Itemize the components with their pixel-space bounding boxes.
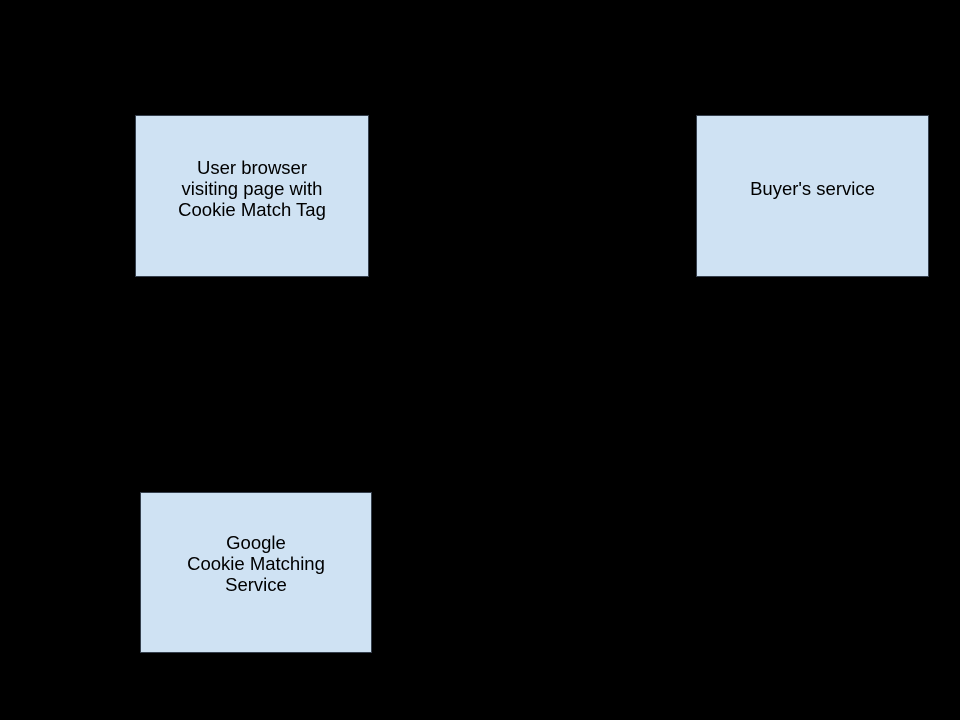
node-user-browser-label: User browser visiting page with Cookie M…: [178, 156, 326, 220]
node-google-cookie-matching-service-label: Google Cookie Matching Service: [187, 532, 325, 595]
node-google-cookie-matching-service: Google Cookie Matching Service: [140, 492, 372, 653]
node-user-browser: User browser visiting page with Cookie M…: [135, 115, 369, 277]
node-buyers-service-label: Buyer's service: [750, 177, 875, 199]
node-buyers-service: Buyer's service: [696, 115, 929, 277]
